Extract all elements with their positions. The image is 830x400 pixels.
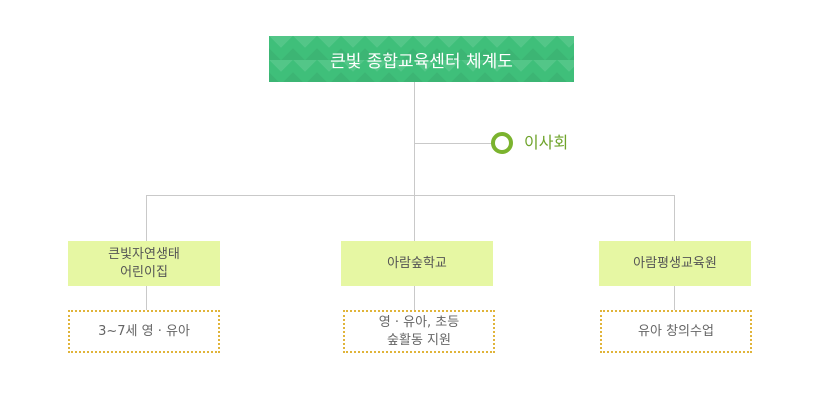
program-box-daycare: 3~7세 영 · 유아 bbox=[68, 310, 220, 353]
program-text-forest-school: 영 · 유아, 초등 숲활동 지원 bbox=[378, 314, 460, 348]
connector-right-drop bbox=[674, 195, 675, 241]
center-title: 큰빛 종합교육센터 체계도 bbox=[330, 51, 513, 72]
org-box-forest-school: 아람숲학교 bbox=[341, 241, 493, 286]
program-text-daycare: 3~7세 영 · 유아 bbox=[98, 323, 190, 339]
connector-main-vertical bbox=[414, 82, 415, 195]
connector-center-program bbox=[414, 286, 415, 310]
org-name-lifelong-institute: 아람평생교육원 bbox=[633, 255, 717, 271]
org-name-forest-school: 아람숲학교 bbox=[387, 255, 447, 271]
connector-horizontal-bar bbox=[146, 195, 675, 196]
connector-right-program bbox=[674, 286, 675, 310]
connector-center-drop bbox=[414, 195, 415, 241]
board-ring-icon bbox=[491, 132, 513, 154]
org-name-daycare: 큰빛자연생태 어린이집 bbox=[108, 246, 180, 280]
org-box-lifelong-institute: 아람평생교육원 bbox=[599, 241, 751, 286]
program-box-lifelong-institute: 유아 창의수업 bbox=[600, 310, 752, 353]
board-label: 이사회 bbox=[524, 133, 569, 152]
program-box-forest-school: 영 · 유아, 초등 숲활동 지원 bbox=[343, 310, 495, 353]
program-text-lifelong-institute: 유아 창의수업 bbox=[638, 323, 714, 339]
connector-left-program bbox=[146, 286, 147, 310]
connector-board-branch bbox=[414, 143, 492, 144]
org-box-daycare: 큰빛자연생태 어린이집 bbox=[68, 241, 220, 286]
center-title-box: 큰빛 종합교육센터 체계도 bbox=[269, 36, 574, 82]
connector-left-drop bbox=[146, 195, 147, 241]
